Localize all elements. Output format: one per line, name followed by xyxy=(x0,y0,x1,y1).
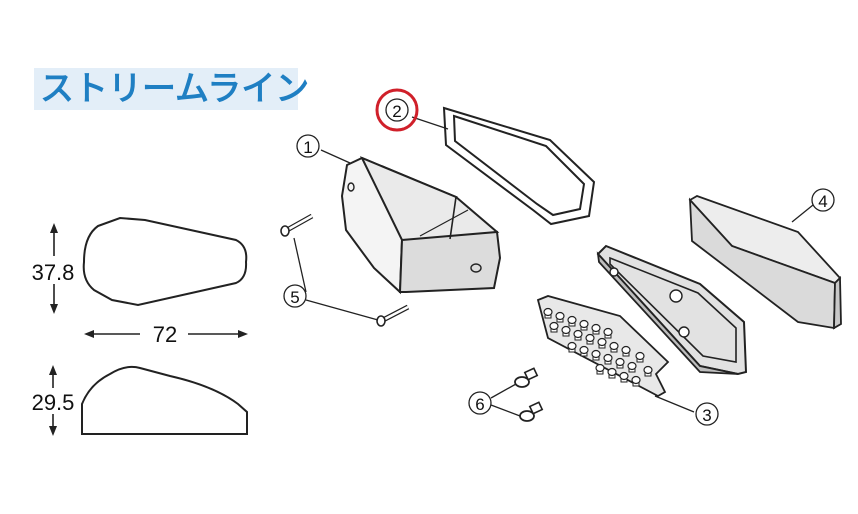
callout-6-label: 6 xyxy=(475,395,484,414)
led-bulb xyxy=(591,323,601,333)
led-bulb xyxy=(567,341,577,351)
base-plate-part xyxy=(596,244,748,376)
housing-part xyxy=(340,156,502,295)
led-bulb xyxy=(643,365,653,375)
height-dimension-bottom: 29.5 xyxy=(32,365,75,436)
callout-3-label: 3 xyxy=(702,406,711,425)
led-array xyxy=(543,307,653,387)
led-bulb xyxy=(609,341,619,351)
led-bulb xyxy=(603,353,613,363)
led-bulb xyxy=(591,349,601,359)
led-bulb xyxy=(631,375,641,385)
led-bulb xyxy=(635,351,645,361)
led-bulb xyxy=(607,367,617,377)
led-bulb xyxy=(549,321,559,331)
led-bulb xyxy=(561,325,571,335)
led-bulb xyxy=(627,361,637,371)
small-screw-lower xyxy=(519,401,544,422)
led-bulb xyxy=(567,315,577,325)
led-bulb xyxy=(597,337,607,347)
led-bulb xyxy=(555,311,565,321)
led-bulb xyxy=(579,345,589,355)
height-dimension-top: 37.8 xyxy=(32,223,75,314)
led-board-part xyxy=(536,295,670,398)
callout-2-label: 2 xyxy=(392,102,401,121)
top-profile-view xyxy=(82,216,248,307)
height-bottom-label: 29.5 xyxy=(32,390,75,415)
led-bulb xyxy=(573,329,583,339)
small-screw-upper xyxy=(514,367,539,388)
callout-1: 1 xyxy=(296,134,320,158)
screw-part-upper xyxy=(280,213,314,237)
callout-4-label: 4 xyxy=(818,192,827,211)
callout-1-label: 1 xyxy=(303,138,312,157)
screw-part-lower xyxy=(376,304,410,327)
page-title: ストリームライン xyxy=(40,69,310,109)
title-background xyxy=(34,68,298,110)
led-bulb xyxy=(603,327,613,337)
led-bulb xyxy=(619,371,629,381)
lens-part xyxy=(688,195,842,330)
callout-5-label: 5 xyxy=(290,288,299,307)
width-dimension: 72 xyxy=(84,322,248,347)
callout-4: 4 xyxy=(811,188,835,212)
callout-5: 5 xyxy=(283,284,307,308)
side-profile-view xyxy=(81,365,248,435)
led-bulb xyxy=(595,363,605,373)
height-top-label: 37.8 xyxy=(32,260,75,285)
led-bulb xyxy=(543,307,553,317)
callout-6: 6 xyxy=(468,391,492,415)
led-bulb xyxy=(621,345,631,355)
led-bulb xyxy=(579,319,589,329)
callout-2-highlighted: 2 xyxy=(375,88,419,132)
leader-lines xyxy=(293,116,814,417)
gasket-part xyxy=(442,106,596,226)
led-bulb xyxy=(615,357,625,367)
callout-3: 3 xyxy=(695,402,719,426)
led-bulb xyxy=(585,333,595,343)
width-label: 72 xyxy=(153,322,177,347)
